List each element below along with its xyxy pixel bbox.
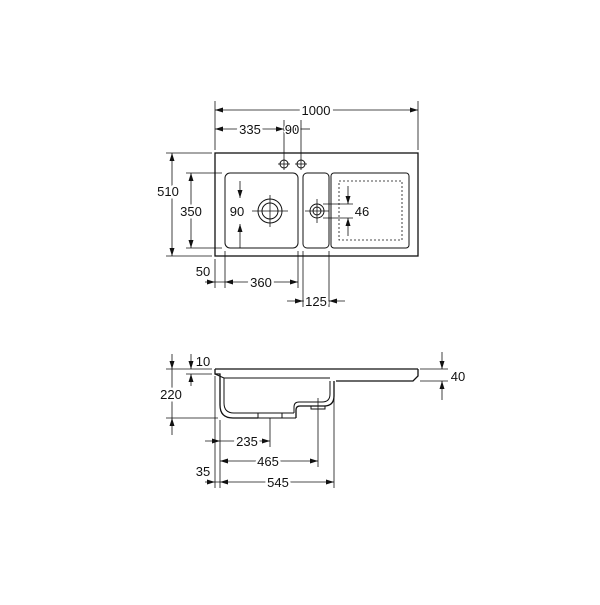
dim-bowls-width: 545: [267, 475, 289, 490]
dim-waste-distance-465: 465: [257, 454, 279, 469]
dim-tap-spacing: 90: [285, 122, 299, 137]
main-bowl: [224, 172, 299, 249]
drainer: [330, 172, 410, 249]
side-view: 10 220 40 235 465 35: [158, 352, 465, 493]
dim-overall-depth: 510: [157, 184, 179, 199]
drainer-groove: [338, 180, 403, 241]
dim-second-bowl-width: 125: [305, 294, 327, 309]
sink-outline: [214, 152, 419, 257]
dim-drainer-height: 40: [451, 369, 465, 384]
dim-left-to-tap: 335: [239, 122, 261, 137]
dim-front-margin: 50: [196, 264, 210, 279]
main-drain-outlet: [257, 412, 283, 419]
second-bowl: [302, 172, 330, 249]
dim-offset-35: 35: [196, 464, 210, 479]
dim-main-waste-offset: 90: [230, 204, 244, 219]
dim-second-waste-offset: 46: [355, 204, 369, 219]
dim-rim-height: 10: [196, 354, 210, 369]
top-view: 1000 335 90 510 350 90: [155, 100, 419, 312]
dim-total-height: 220: [160, 387, 182, 402]
dim-waste-distance-235: 235: [236, 434, 258, 449]
dim-main-bowl-width: 360: [250, 275, 272, 290]
dim-bowl-depth: 350: [180, 204, 202, 219]
dim-overall-width: 1000: [302, 103, 331, 118]
